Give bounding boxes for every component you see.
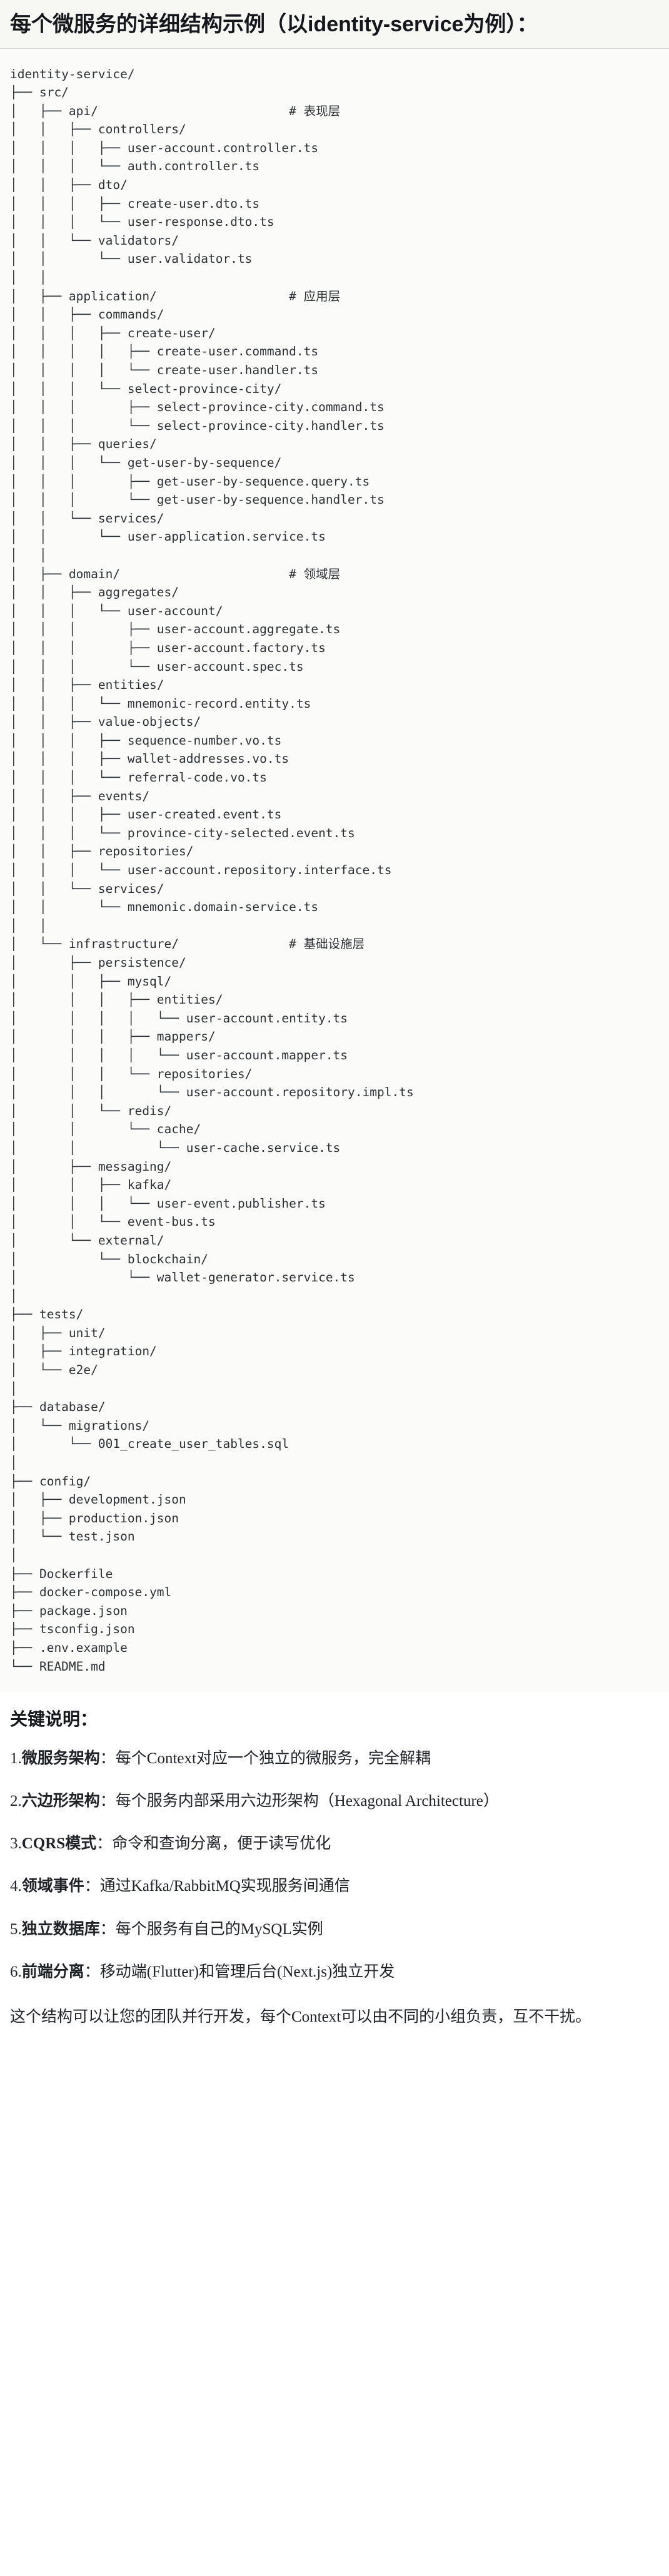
directory-tree: identity-service/ ├── src/ │ ├── api/ # … bbox=[10, 66, 414, 1674]
note-term: 独立数据库 bbox=[21, 1920, 100, 1938]
key-notes-section: 关键说明： 1.微服务架构：每个Context对应一个独立的微服务，完全解耦 2… bbox=[0, 1692, 669, 2050]
page-title: 每个微服务的详细结构示例（以identity-service为例）： bbox=[10, 13, 538, 36]
note-description: 命令和查询分离，便于读写优化 bbox=[112, 1835, 331, 1853]
list-item: 3.CQRS模式：命令和查询分离，便于读写优化 bbox=[10, 1833, 659, 1855]
note-term: 微服务架构 bbox=[21, 1749, 100, 1767]
note-description: 移动端(Flutter)和管理后台(Next.js)独立开发 bbox=[99, 1963, 395, 1980]
list-item: 5.独立数据库：每个服务有自己的MySQL实例 bbox=[10, 1918, 659, 1941]
note-number: 6. bbox=[10, 1963, 22, 1980]
note-separator: ： bbox=[99, 1749, 116, 1767]
note-number: 5. bbox=[10, 1920, 22, 1938]
note-number: 1. bbox=[10, 1749, 22, 1767]
note-separator: ： bbox=[96, 1835, 113, 1853]
key-notes-list: 1.微服务架构：每个Context对应一个独立的微服务，完全解耦 2.六边形架构… bbox=[10, 1748, 659, 1984]
note-number: 4. bbox=[10, 1878, 22, 1895]
note-separator: ： bbox=[84, 1878, 100, 1895]
note-term: 领域事件 bbox=[21, 1878, 84, 1895]
note-separator: ： bbox=[84, 1963, 100, 1980]
note-description: 每个服务有自己的MySQL实例 bbox=[115, 1920, 323, 1938]
note-term: 前端分离 bbox=[21, 1963, 84, 1980]
note-number: 3. bbox=[10, 1835, 22, 1853]
document-page: 每个微服务的详细结构示例（以identity-service为例）： ident… bbox=[0, 0, 669, 2050]
note-separator: ： bbox=[99, 1792, 116, 1810]
note-description: 每个服务内部采用六边形架构（Hexagonal Architecture） bbox=[115, 1792, 499, 1810]
list-item: 6.前端分离：移动端(Flutter)和管理后台(Next.js)独立开发 bbox=[10, 1961, 659, 1983]
note-description: 通过Kafka/RabbitMQ实现服务间通信 bbox=[99, 1878, 350, 1895]
note-description: 每个Context对应一个独立的微服务，完全解耦 bbox=[115, 1749, 431, 1767]
note-number: 2. bbox=[10, 1792, 22, 1810]
directory-tree-block: identity-service/ ├── src/ │ ├── api/ # … bbox=[0, 48, 669, 1693]
note-separator: ： bbox=[99, 1920, 116, 1938]
note-term: 六边形架构 bbox=[21, 1792, 100, 1810]
note-term: CQRS模式 bbox=[21, 1835, 97, 1853]
list-item: 2.六边形架构：每个服务内部采用六边形架构（Hexagonal Architec… bbox=[10, 1790, 659, 1813]
key-notes-heading: 关键说明： bbox=[10, 1709, 98, 1729]
closing-paragraph: 这个结构可以让您的团队并行开发，每个Context可以由不同的小组负责，互不干扰… bbox=[10, 2008, 591, 2026]
document-header: 每个微服务的详细结构示例（以identity-service为例）： bbox=[0, 0, 669, 49]
list-item: 1.微服务架构：每个Context对应一个独立的微服务，完全解耦 bbox=[10, 1748, 659, 1770]
list-item: 4.领域事件：通过Kafka/RabbitMQ实现服务间通信 bbox=[10, 1875, 659, 1898]
